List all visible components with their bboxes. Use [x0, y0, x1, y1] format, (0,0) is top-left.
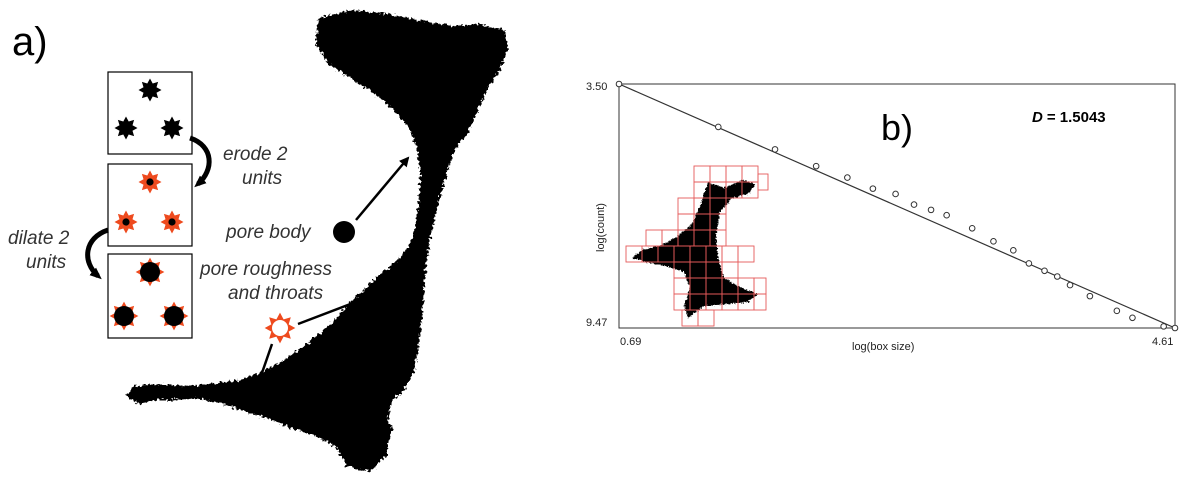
- data-point: [1066, 281, 1074, 289]
- pore-thumbnail: [632, 180, 758, 318]
- data-point: [1160, 323, 1167, 330]
- data-point: [910, 201, 918, 208]
- panel-a: a): [8, 10, 508, 472]
- roughness-arrow-lower: [251, 343, 274, 398]
- data-point: [1010, 247, 1017, 254]
- tick-labels: 3.50 9.47 0.69 4.61: [586, 81, 1173, 348]
- data-points: [615, 80, 1179, 332]
- y-tick-bottom: 9.47: [586, 317, 607, 329]
- y-tick-top: 3.50: [586, 81, 607, 93]
- data-point: [1086, 292, 1094, 300]
- erosion-diagram: [85, 71, 212, 339]
- panel-b: 3.50 9.47 0.69 4.61 log(box size) log(co…: [586, 80, 1179, 353]
- box-count-overlay: [625, 165, 769, 327]
- dilate-arrow: [85, 227, 109, 280]
- pore-body-icon: [333, 221, 355, 243]
- data-point: [927, 206, 935, 214]
- pore-silhouette: [126, 10, 508, 472]
- data-point: [771, 146, 779, 153]
- panel-b-letter: b): [881, 107, 913, 148]
- x-axis-label: log(box size): [852, 341, 914, 353]
- d-symbol: D: [1032, 109, 1043, 126]
- data-point: [1041, 267, 1048, 275]
- data-point: [1113, 307, 1121, 315]
- pore-body-annotation: pore body: [225, 156, 410, 243]
- data-point: [1129, 314, 1136, 322]
- data-point: [892, 190, 899, 198]
- data-point: [844, 174, 851, 181]
- data-point: [1171, 324, 1179, 332]
- data-point: [968, 224, 976, 232]
- roughness-star-icon: [264, 312, 296, 344]
- d-value: = 1.5043: [1047, 109, 1106, 126]
- fractal-dimension: D= 1.5043: [1032, 109, 1106, 126]
- data-point: [1053, 273, 1061, 280]
- pore-body-label: pore body: [225, 222, 312, 243]
- data-point: [1025, 260, 1033, 267]
- dilated-shapes: [109, 257, 189, 331]
- data-point: [869, 185, 877, 192]
- dilate-label-line2: units: [26, 252, 67, 273]
- data-point: [943, 211, 950, 219]
- erode-arrow: [189, 135, 212, 188]
- pore-body-arrow: [355, 156, 410, 221]
- svg-text:D= 1.5043: D= 1.5043: [1032, 109, 1106, 126]
- x-tick-right: 4.61: [1152, 336, 1173, 348]
- data-point: [714, 123, 722, 131]
- eroded-shapes: [114, 170, 184, 234]
- operation-labels: erode 2 units dilate 2 units: [8, 144, 288, 273]
- erode-label-line2: units: [242, 168, 283, 189]
- fit-line: [618, 83, 1176, 329]
- roughness-label-line1: pore roughness: [199, 259, 333, 280]
- roughness-annotation: pore roughness and throats: [199, 259, 426, 398]
- erode-label-line1: erode 2: [223, 144, 288, 165]
- data-point: [615, 80, 623, 88]
- roughness-label-line2: and throats: [228, 283, 324, 304]
- x-tick-left: 0.69: [620, 336, 641, 348]
- data-point: [812, 162, 820, 170]
- data-point: [990, 238, 997, 245]
- y-axis-label: log(count): [595, 203, 607, 252]
- dilate-label-line1: dilate 2: [8, 228, 70, 249]
- box-grid: [625, 165, 769, 327]
- panel-a-letter: a): [12, 20, 48, 64]
- fit-layer: [618, 83, 1176, 329]
- roughness-arrow-upper: [297, 274, 426, 326]
